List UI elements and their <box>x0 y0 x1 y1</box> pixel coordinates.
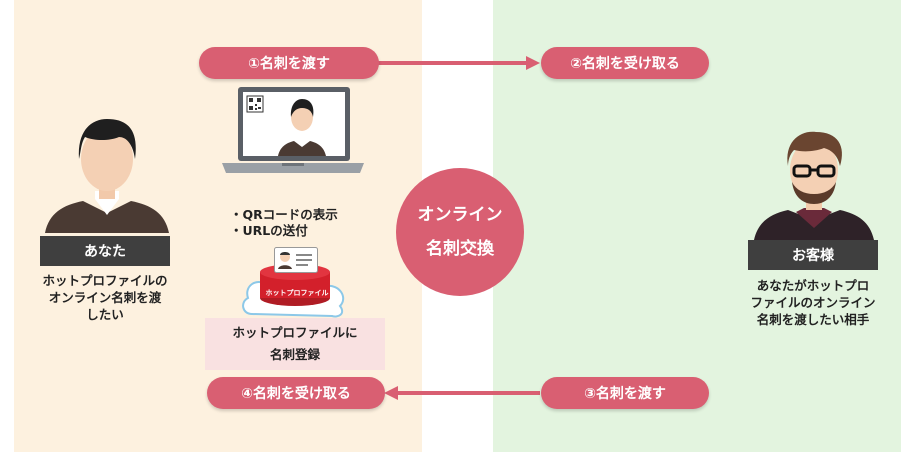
note-line: ・QRコードの表示 <box>230 207 338 222</box>
step4-pill: ④名刺を受け取る <box>207 377 385 409</box>
step1-pill: ①名刺を渡す <box>199 47 379 79</box>
share-methods: ・QRコードの表示 ・URLの送付 <box>230 207 338 239</box>
you-description: ホットプロファイルの オンライン名刺を渡 したい <box>30 272 180 323</box>
register-line: 名刺登録 <box>269 347 320 362</box>
note-line: ・URLの送付 <box>230 223 308 238</box>
register-box: ホットプロファイルに 名刺登録 <box>205 318 385 370</box>
customer-desc-line: 名刺を渡したい相手 <box>756 312 870 327</box>
you-label: あなた <box>40 236 170 266</box>
step3-pill: ③名刺を渡す <box>541 377 709 409</box>
person-you-icon <box>45 119 169 233</box>
qr-code-icon <box>246 95 264 113</box>
you-desc-line: ホットプロファイルの <box>42 273 168 288</box>
customer-label: お客様 <box>748 240 878 270</box>
customer-desc-line: ファイルのオンライン <box>750 295 876 310</box>
customer-desc-line: あなたがホットプロ <box>756 278 870 293</box>
step2-pill: ②名刺を受け取る <box>541 47 709 79</box>
business-card-icon <box>274 247 318 273</box>
customer-description: あなたがホットプロ ファイルのオンライン 名刺を渡したい相手 <box>738 277 888 328</box>
center-line: オンライン <box>417 205 503 225</box>
you-desc-line: したい <box>86 307 124 322</box>
center-line: 名刺交換 <box>426 239 494 259</box>
person-customer-icon <box>754 131 874 240</box>
laptop-icon <box>222 87 364 173</box>
you-desc-line: オンライン名刺を渡 <box>48 290 162 305</box>
register-line: ホットプロファイルに <box>232 325 358 340</box>
online-exchange-circle: オンライン 名刺交換 <box>396 168 524 296</box>
cloud-brand-text: ホットプロファイル <box>265 289 329 297</box>
